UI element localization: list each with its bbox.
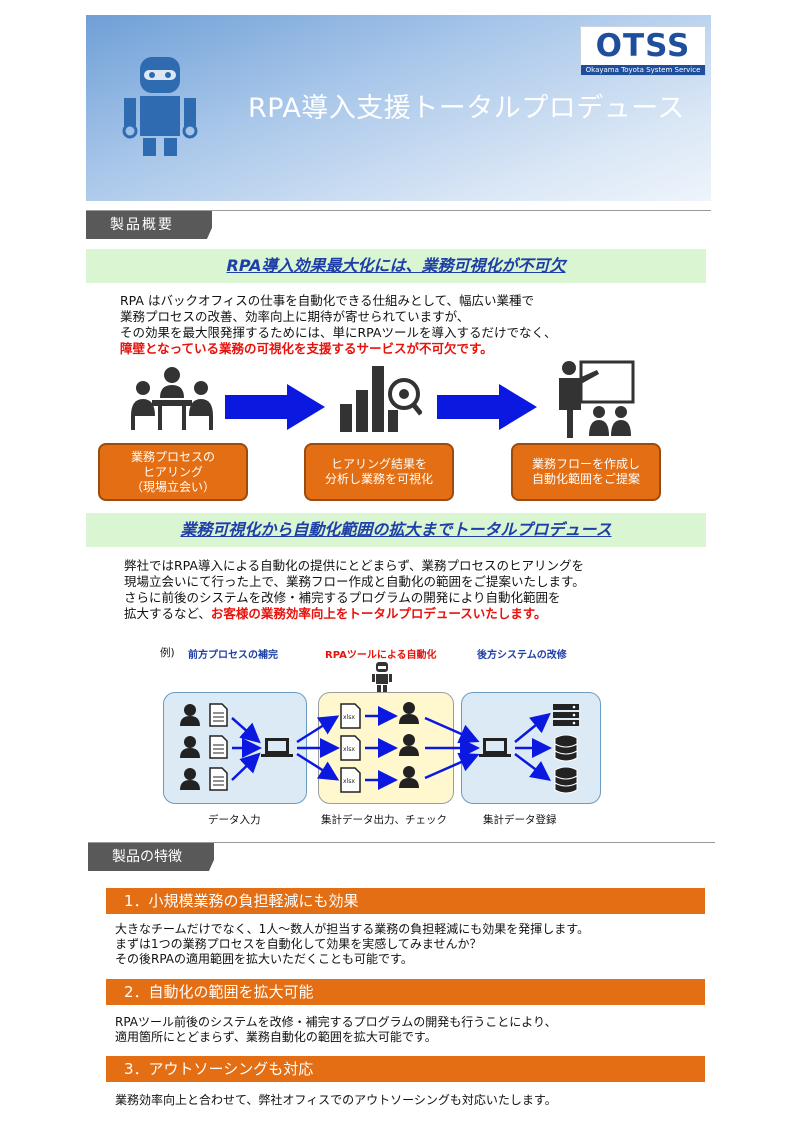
intro-line-1: RPA はバックオフィスの仕事を自動化できる仕組みとして、幅広い業種で: [120, 293, 534, 308]
banner-total-produce: 業務可視化から自動化範囲の拡大までトータルプロデュース: [86, 513, 706, 547]
laptop-icon: [261, 738, 293, 757]
body-line-4-plain: 拡大するなど、: [124, 606, 211, 621]
body-line-4: 拡大するなど、お客様の業務効率向上をトータルプロデュースいたします。: [124, 606, 547, 622]
database-icon: [554, 734, 578, 794]
intro-line-3: その効果を最大限発揮するためには、単にRPAツールを導入するだけでなく、: [120, 325, 557, 340]
person-icon: [180, 704, 200, 790]
chart-magnifier-icon: [340, 366, 422, 432]
page-title: RPA導入支援トータルプロデュース: [248, 93, 685, 124]
arrow-right-icon: [225, 384, 325, 430]
intro-line-2: 業務プロセスの改善、効率向上に期待が寄せられていますが、: [120, 309, 470, 324]
server-icon: [553, 704, 579, 726]
feature-1-line-2: まずは1つの業務プロセスを自動化して効果を実感してみませんか？: [115, 937, 482, 951]
body-line-2: 現場立会いにて行った上で、業務フロー作成と自動化の範囲をご提案いたします。: [124, 574, 585, 589]
presentation-icon: [559, 360, 635, 438]
feature-2-line-2: 適用箇所にとどまらず、業務自動化の範囲を拡大可能です。: [115, 1030, 437, 1044]
body-line-1: 弊社ではRPA導入による自動化の提供にとどまらず、業務プロセスのヒアリングを: [124, 558, 584, 573]
robot-small-icon: [372, 662, 392, 692]
divider: [86, 210, 711, 211]
header-back-system: 後方システムの改修: [477, 650, 567, 661]
feature-1-line-1: 大きなチームだけでなく、1人～数人が担当する業務の負担軽減にも効果を発揮します。: [115, 922, 590, 936]
caption-data-entry: データ入力: [208, 814, 261, 826]
logo-text: OTSS: [595, 28, 691, 64]
caption-data-register: 集計データ登録: [483, 814, 557, 826]
caption-output-check: 集計データ出力、チェック: [321, 814, 447, 826]
xlsx-label-3: xlsx: [343, 778, 355, 785]
company-logo: OTSS Okayama Toyota System Service: [580, 26, 706, 76]
banner-visualization: RPA導入効果最大化には、業務可視化が不可欠: [86, 249, 706, 283]
feature-1-line-3: その後RPAの適用範囲を拡大いただくことも可能です。: [115, 952, 413, 966]
intro-emphasis: 障壁となっている業務の可視化を支援するサービスが不可欠です。: [120, 341, 493, 356]
feature-2-line-1: RPAツール前後のシステムを改修・補完するプログラムの開発も行うことにより、: [115, 1015, 557, 1029]
feature-3-title: 3．アウトソーシングも対応: [106, 1056, 705, 1082]
header-front-process: 前方プロセスの補完: [188, 650, 278, 661]
step-analysis: ヒアリング結果を 分析し業務を可視化: [304, 443, 454, 501]
xlsx-label-1: xlsx: [343, 714, 355, 721]
example-label: 例): [160, 647, 175, 659]
feature-1-title: 1．小規模業務の負担軽減にも効果: [106, 888, 705, 914]
flow-diagram: xlsx xlsx xlsx: [180, 702, 579, 794]
body-line-3: さらに前後のシステムを改修・補完するプログラムの開発により自動化範囲を: [124, 590, 561, 605]
step-hearing: 業務プロセスの ヒアリング （現場立会い）: [98, 443, 248, 501]
xlsx-label-2: xlsx: [343, 746, 355, 753]
section-tab-overview: 製品概要: [86, 211, 212, 239]
feature-3-line-1: 業務効率向上と合わせて、弊社オフィスでのアウトソーシングも対応いたします。: [115, 1093, 557, 1107]
body-emphasis: お客様の業務効率向上をトータルプロデュースいたします。: [210, 606, 547, 621]
header-rpa-automation: RPAツールによる自動化: [325, 650, 437, 661]
meeting-icon: [131, 367, 213, 430]
step-proposal: 業務フローを作成し 自動化範囲をご提案: [511, 443, 661, 501]
logo-subtitle: Okayama Toyota System Service: [581, 65, 705, 75]
section-tab-features: 製品の特徴: [88, 843, 214, 871]
divider-2: [88, 842, 715, 843]
arrow-right-icon-2: [437, 384, 537, 430]
feature-2-title: 2．自動化の範囲を拡大可能: [106, 979, 705, 1005]
robot-icon: [122, 57, 198, 156]
